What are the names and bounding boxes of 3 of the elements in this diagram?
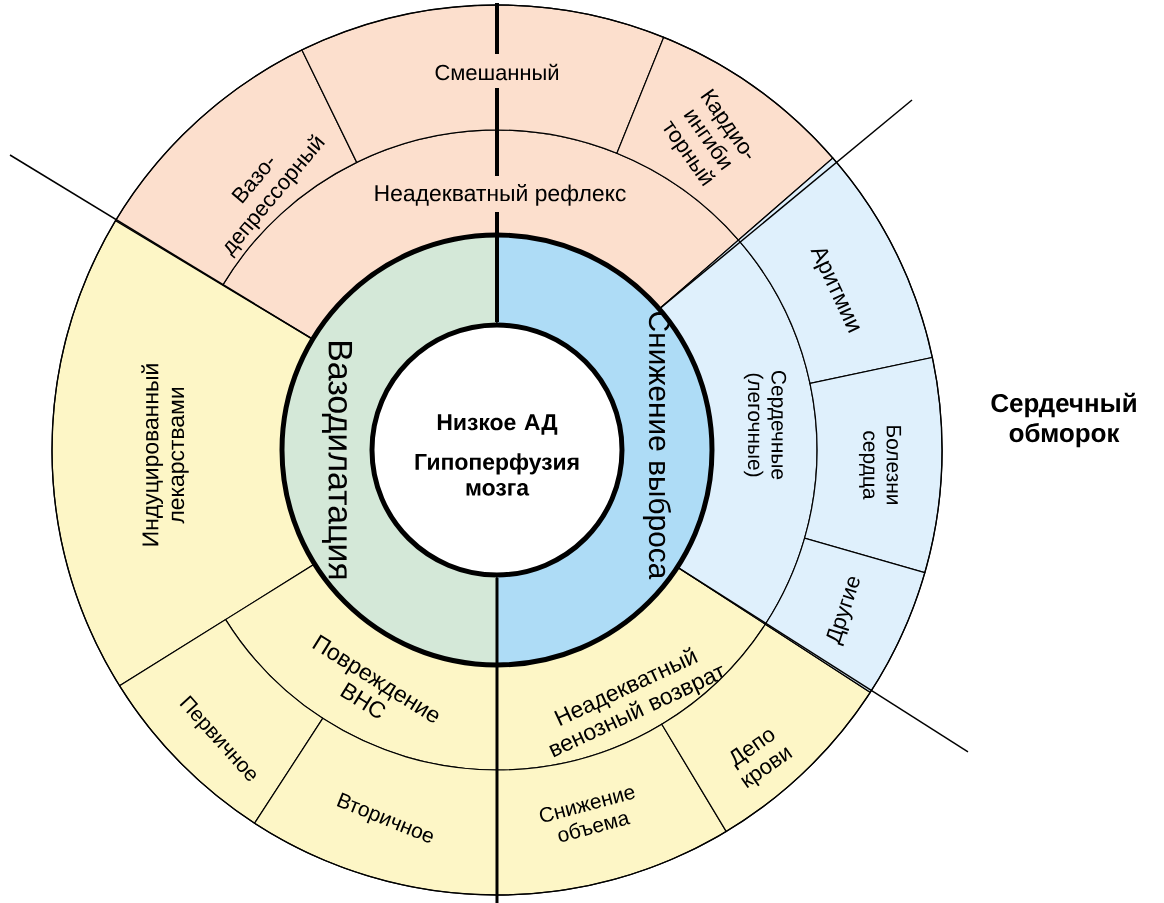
- side-label: Сердечный обморок: [991, 392, 1136, 448]
- node-label: Снижение объема: [539, 788, 635, 842]
- sector: Болезни сердца: [804, 356, 943, 574]
